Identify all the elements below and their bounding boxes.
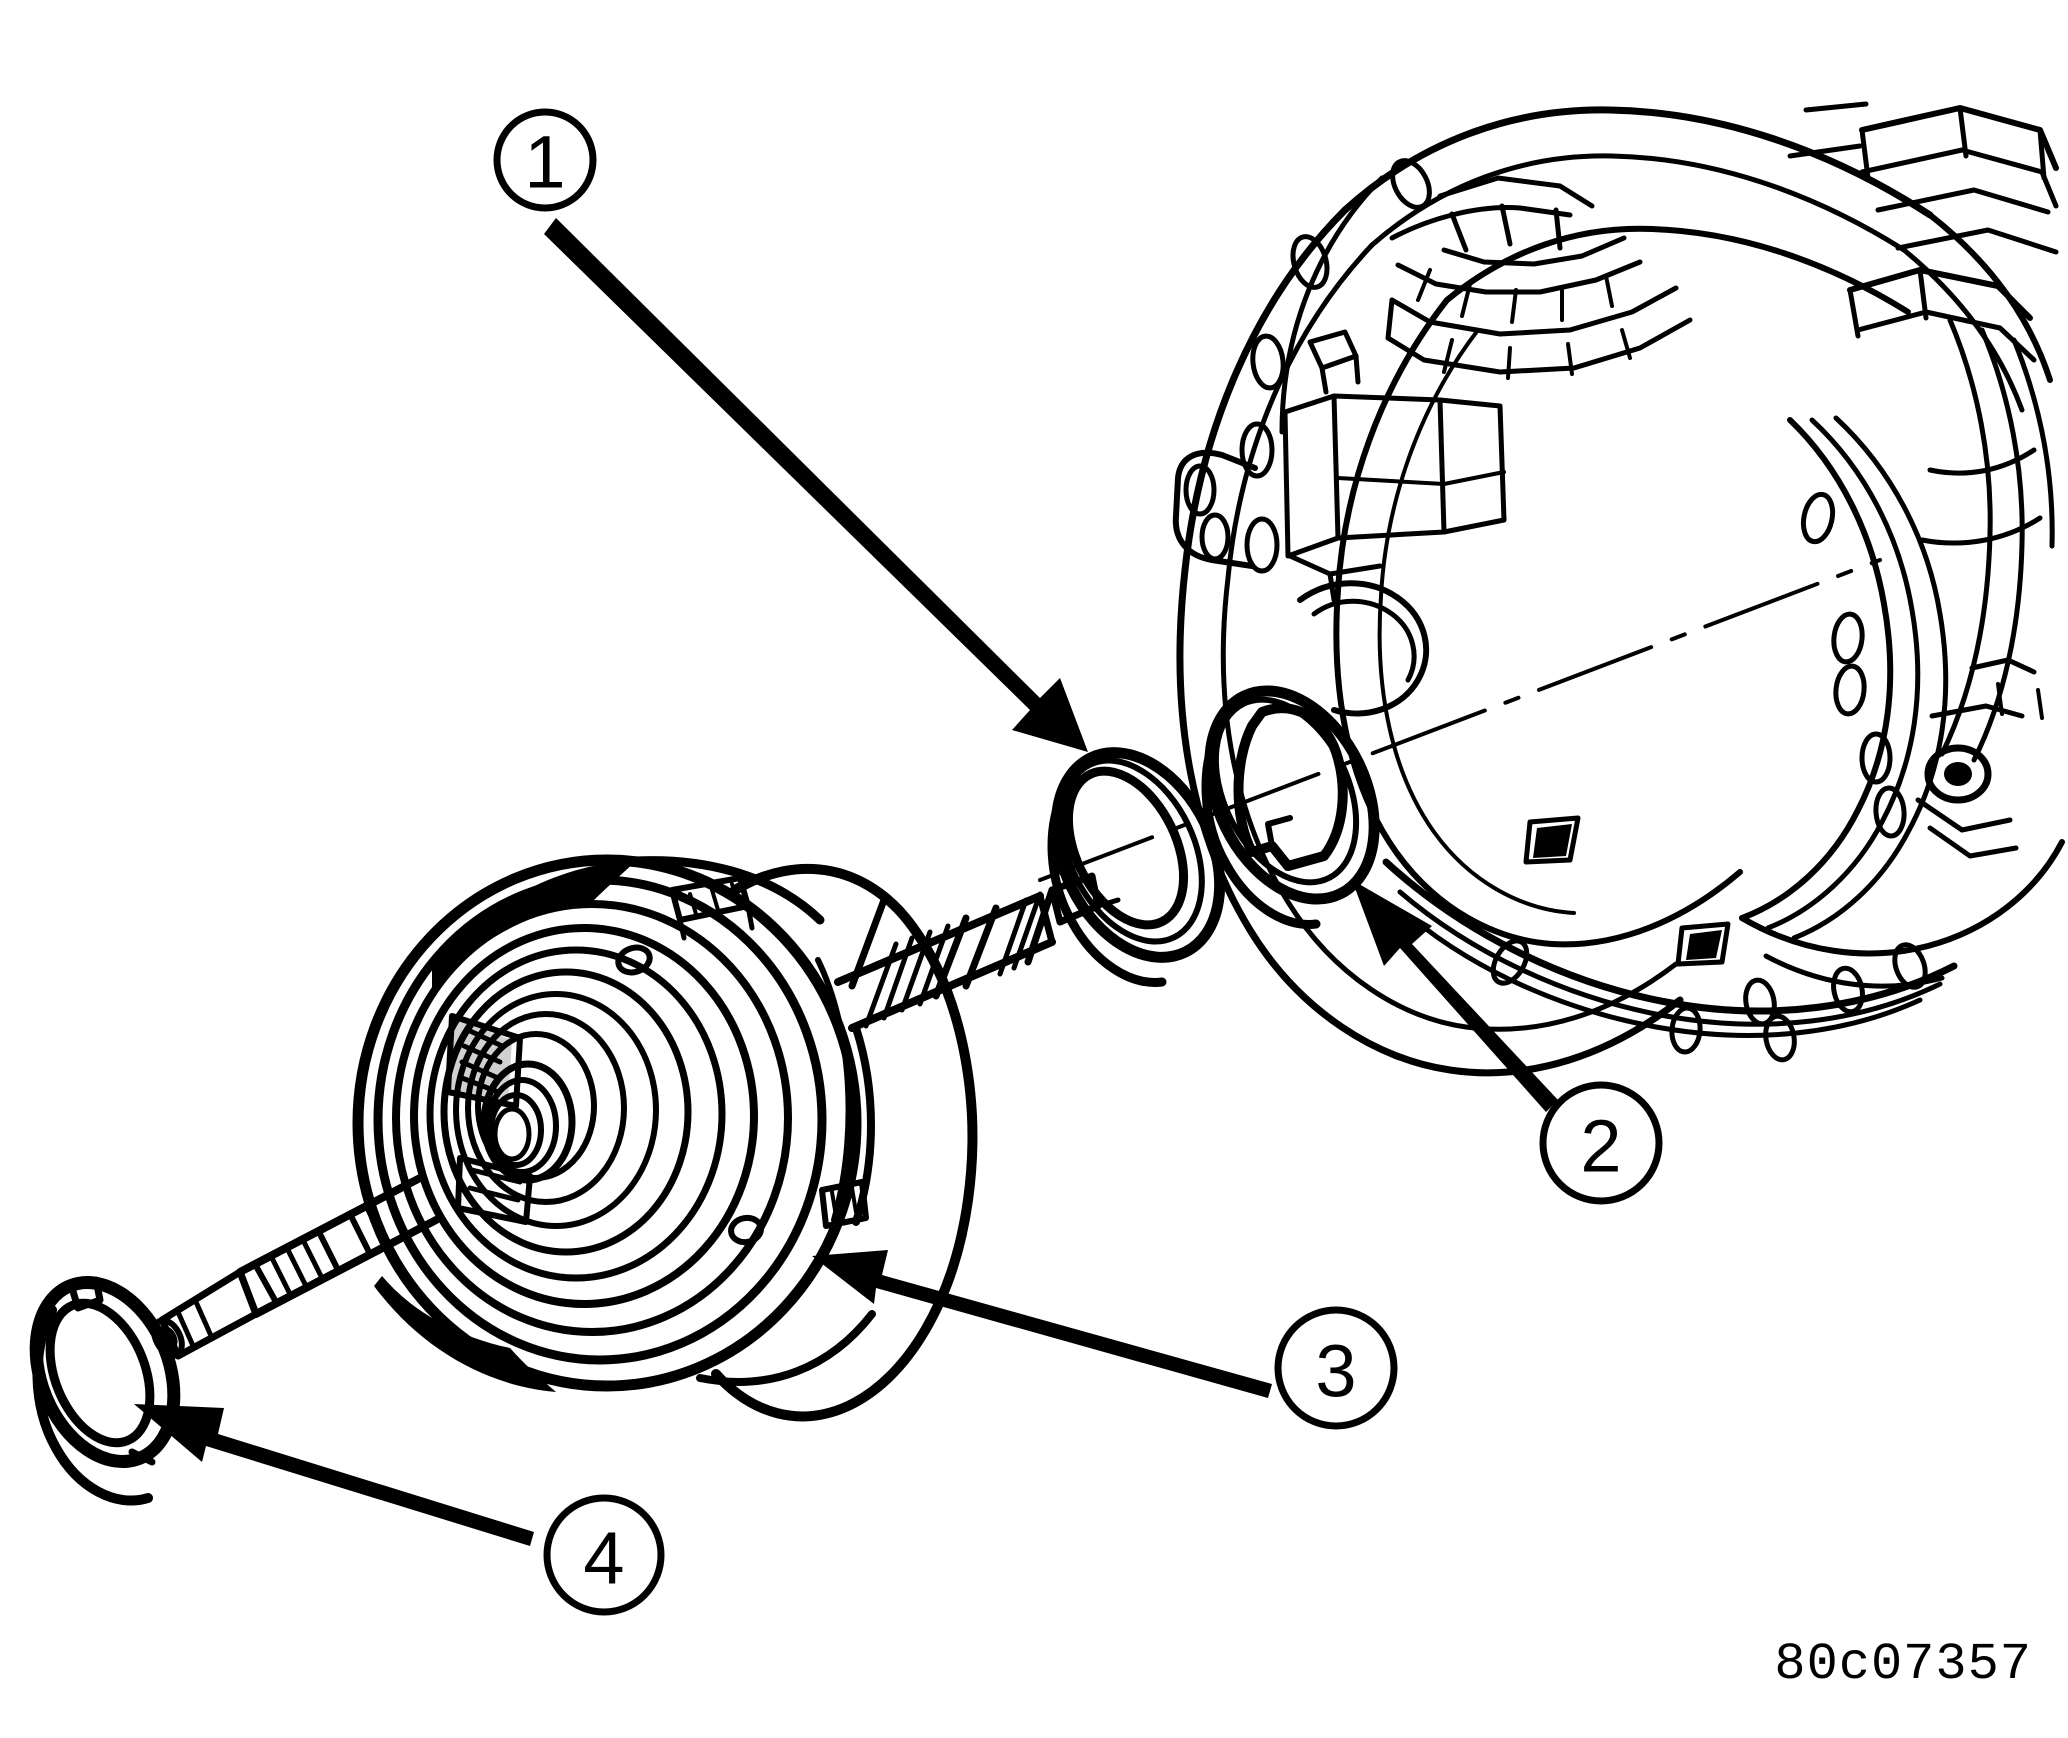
- callout-2-label: 2: [1580, 1105, 1621, 1188]
- callout-3[interactable]: 3: [1274, 1306, 1398, 1430]
- callout-1[interactable]: 1: [493, 108, 597, 212]
- callout-arrows: [134, 218, 1558, 1546]
- arrow-4: [134, 1404, 534, 1546]
- callout-3-circle[interactable]: [1274, 1306, 1398, 1430]
- callout-1-label: 1: [524, 121, 565, 204]
- figure-id-label: 80c07357: [1774, 1635, 2032, 1694]
- callout-1-circle[interactable]: [493, 108, 597, 212]
- arrow-3: [812, 1250, 1272, 1398]
- seal-ring: [1047, 747, 1226, 987]
- arrow-2: [1352, 880, 1558, 1112]
- callout-4-label: 4: [583, 1517, 624, 1600]
- callout-4-circle[interactable]: [543, 1494, 665, 1616]
- callout-2-circle[interactable]: [1539, 1081, 1663, 1205]
- callout-2[interactable]: 2: [1539, 1081, 1663, 1205]
- torque-converter: [151, 854, 1121, 1422]
- callout-3-label: 3: [1315, 1330, 1356, 1413]
- transmission-bellhousing: [1172, 101, 2065, 1077]
- assembly-centerline: [1038, 558, 1882, 882]
- arrow-1: [544, 218, 1088, 752]
- thrust-washer: [1201, 685, 1380, 929]
- callout-4[interactable]: 4: [543, 1494, 665, 1616]
- snap-ring: [29, 1276, 181, 1506]
